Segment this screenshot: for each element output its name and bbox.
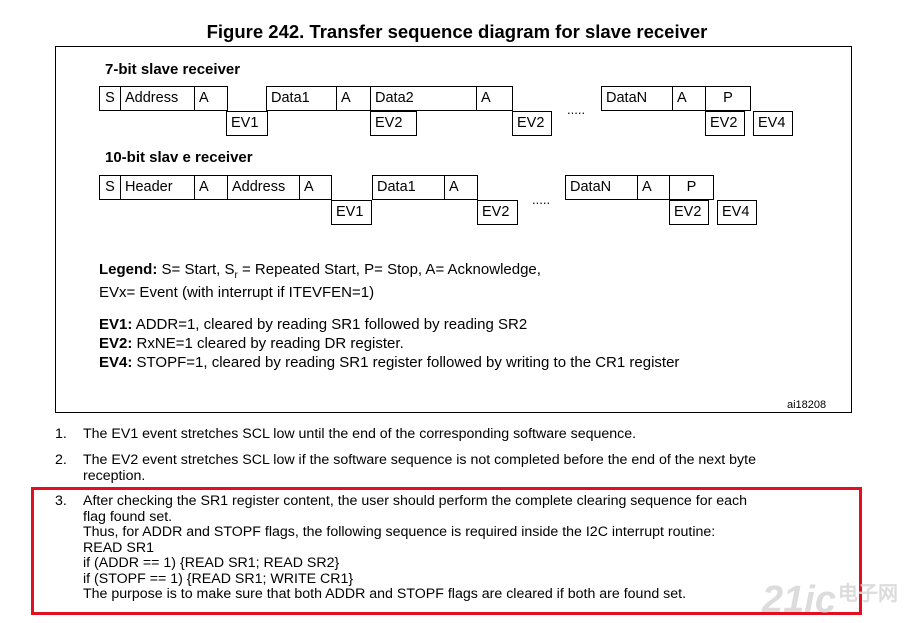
highlight-box	[31, 487, 862, 615]
note-number: 3.	[55, 493, 67, 509]
seq7-cell-datan: DataN	[601, 86, 673, 111]
seq7-title: 7-bit slave receiver	[105, 61, 241, 78]
seq10-event-ev2: EV2	[669, 200, 709, 225]
seq10-cell-ack: A	[194, 175, 228, 200]
note-line: The EV2 event stretches SCL low if the s…	[83, 452, 756, 468]
note-line: if (STOPF == 1) {READ SR1; WRITE CR1}	[83, 570, 354, 587]
event-definition-ev2: EV2: RxNE=1 cleared by reading DR regist…	[99, 335, 404, 352]
seq10-title: 10-bit slav e receiver	[105, 149, 253, 166]
seq7-event-ev4: EV4	[753, 111, 793, 136]
note-body: The EV1 event stretches SCL low until th…	[83, 426, 637, 443]
event-definition-ev4: EV4: STOPF=1, cleared by reading SR1 reg…	[99, 354, 679, 371]
note-number: 2.	[55, 452, 67, 468]
figure-frame	[55, 46, 852, 413]
note-line: flag found set.	[83, 508, 173, 525]
seq10-ellipsis: .....	[532, 192, 551, 207]
note-body: The EV2 event stretches SCL low if the s…	[83, 452, 756, 484]
seq10-event-ev4: EV4	[717, 200, 757, 225]
figure-title: Figure 242. Transfer sequence diagram fo…	[206, 21, 708, 42]
event-key: EV2:	[99, 335, 133, 352]
event-text: ADDR=1, cleared by reading SR1 followed …	[132, 316, 528, 333]
legend-text-a: S= Start, S	[157, 261, 235, 278]
seq10-cell-ack: A	[637, 175, 670, 200]
note-3: 3. After checking the SR1 register conte…	[55, 493, 855, 606]
figure-id: ai18208	[787, 399, 827, 411]
seq7-cell-stop: P	[705, 86, 751, 111]
seq10-event-ev1: EV1	[331, 200, 372, 225]
note-line: The purpose is to make sure that both AD…	[83, 586, 687, 602]
watermark-logo: 21ic 电子网	[761, 579, 898, 618]
event-definition-ev1: EV1: ADDR=1, cleared by reading SR1 foll…	[99, 316, 527, 333]
seq7-event-ev2: EV2	[705, 111, 745, 136]
seq10-cell-data1: Data1	[372, 175, 445, 200]
seq7-cell-ack: A	[336, 86, 371, 111]
seq10-cell-address: Address	[227, 175, 300, 200]
svg-text:21ic: 21ic	[761, 579, 836, 618]
legend: Legend: S= Start, Sr = Repeated Start, P…	[99, 261, 541, 301]
seq7-cell-ack: A	[194, 86, 228, 111]
seq7-event-ev2: EV2	[370, 111, 417, 136]
seq7-cell-data1: Data1	[266, 86, 337, 111]
note-line: Thus, for ADDR and STOPF flags, the foll…	[83, 524, 716, 540]
seq7-event-ev1: EV1	[226, 111, 268, 136]
seq7-ellipsis: .....	[567, 102, 586, 117]
note-line: READ SR1	[83, 539, 154, 556]
event-text: STOPF=1, cleared by reading SR1 register…	[132, 354, 680, 371]
legend-line-1: Legend: S= Start, Sr = Repeated Start, P…	[99, 261, 541, 284]
note-body: After checking the SR1 register content,…	[83, 493, 748, 603]
seq7-cell-start: S	[99, 86, 121, 111]
event-key: EV4:	[99, 354, 133, 371]
note-line: The EV1 event stretches SCL low until th…	[83, 426, 637, 442]
event-text: RxNE=1 cleared by reading DR register.	[132, 335, 404, 352]
seq7-cell-ack: A	[476, 86, 513, 111]
legend-heading: Legend:	[99, 261, 158, 278]
note-line: if (ADDR == 1) {READ SR1; READ SR2}	[83, 555, 340, 571]
seq7-cell-ack: A	[672, 86, 706, 111]
seq7-event-ev2: EV2	[512, 111, 552, 136]
event-key: EV1:	[99, 316, 133, 333]
legend-line-2: EVx= Event (with interrupt if ITEVFEN=1)	[99, 284, 375, 301]
seq10-cell-datan: DataN	[565, 175, 638, 200]
seq10-cell-header: Header	[120, 175, 195, 200]
note-2: 2. The EV2 event stretches SCL low if th…	[55, 452, 855, 485]
seq10-cell-ack: A	[444, 175, 478, 200]
note-number: 1.	[55, 426, 67, 442]
seq7-cell-data2: Data2	[370, 86, 477, 111]
note-line: reception.	[83, 467, 146, 484]
seq7-cell-address: Address	[120, 86, 195, 111]
note-line: After checking the SR1 register content,…	[83, 493, 748, 509]
seq10-cell-stop: P	[669, 175, 714, 200]
legend-subscript: r	[234, 270, 238, 281]
seq10-cell-start: S	[99, 175, 121, 200]
note-1: 1. The EV1 event stretches SCL low until…	[55, 426, 855, 443]
seq10-cell-ack: A	[299, 175, 332, 200]
svg-text:电子网: 电子网	[838, 581, 898, 605]
legend-text-b: = Repeated Start, P= Stop, A= Acknowledg…	[237, 261, 541, 278]
seq10-event-ev2: EV2	[477, 200, 518, 225]
